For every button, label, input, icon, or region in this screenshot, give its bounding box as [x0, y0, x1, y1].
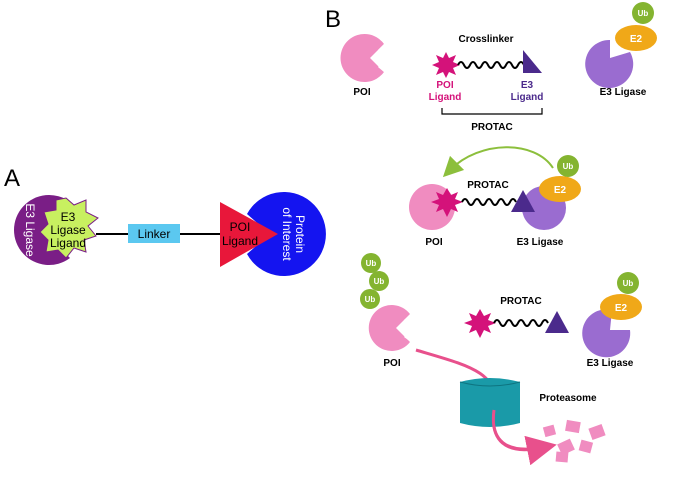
poi-ligand-shape — [220, 202, 278, 267]
step3-e2-label: E2 — [615, 303, 628, 314]
step2-crosslinker-wave — [461, 198, 517, 206]
panel-b-letter: B — [325, 6, 341, 33]
proteasome-shape — [459, 378, 521, 427]
proteasome-label: Proteasome — [539, 393, 597, 404]
step3-protac-label: PROTAC — [500, 296, 541, 307]
step1-poi-pocket — [372, 44, 388, 72]
step3-ub-label-2: Ub — [374, 277, 385, 286]
step1-e3-ligase-shape — [585, 39, 634, 88]
step1-protac-label: PROTAC — [471, 122, 512, 133]
step3-crosslinker-wave — [493, 319, 549, 327]
step1-protac-bracket — [441, 108, 543, 115]
step1-poi-ligand-star — [432, 52, 460, 78]
step1-poi-ligand-line-2: Ligand — [429, 92, 462, 103]
step1-poi-shape — [340, 34, 384, 82]
step3-ub-label-3: Ub — [365, 295, 376, 304]
linker-box — [128, 224, 180, 243]
step2-poi-label: POI — [425, 237, 442, 248]
step3-ub-shape-3 — [360, 289, 380, 309]
step2-ub-label: Ub — [563, 162, 574, 171]
step1-ub-label: Ub — [638, 9, 649, 18]
poi-ligand-line-1: POI — [230, 220, 251, 234]
e3-ligase-ligand-line-2: Ligase — [50, 223, 86, 237]
step3-poi-label: POI — [383, 358, 400, 369]
step3-degradation-arrow-overlay — [491, 409, 541, 452]
step1-e2-label: E2 — [630, 34, 643, 45]
step2-e2-shape — [539, 176, 581, 202]
e3-ligase-ligand-shape — [39, 197, 99, 259]
step3-ub-label-1: Ub — [366, 259, 377, 268]
protein-of-interest-shape — [247, 192, 326, 276]
step1-poi-ligand-line-1: POI — [436, 80, 453, 91]
step2-transfer-arrow — [442, 146, 554, 178]
step1-e3-ligase-label: E3 Ligase — [600, 87, 647, 98]
step3-e3-ligase-label: E3 Ligase — [587, 358, 634, 369]
protein-of-interest-line-2: of Interest — [280, 207, 294, 261]
step2-e2-label: E2 — [554, 185, 567, 196]
step2-ub-shape — [557, 155, 579, 177]
e3-ligase-ligand-line-1: E3 — [61, 210, 76, 224]
step1-e3-ligand-line-1: E3 — [521, 80, 534, 91]
step3-e3-ligase-shape — [582, 309, 631, 358]
step3-e2-shape — [600, 294, 642, 320]
step1-ub-shape — [632, 2, 654, 24]
step2-e3-ligase-label: E3 Ligase — [517, 237, 564, 248]
step3-ub-shape-2 — [369, 271, 389, 291]
step2-poi-ligand-star — [431, 188, 463, 217]
step3-e3-ligand-triangle — [545, 311, 569, 333]
step3-ub-e3-shape — [617, 272, 639, 294]
e3-ligase-ligand-line-3: Ligand — [50, 236, 86, 250]
step1-e3-ligand-triangle — [523, 50, 542, 73]
step1-e2-shape — [615, 25, 657, 51]
degraded-peptide-fragments — [542, 419, 606, 463]
e3-ligase-label: E3 Ligase — [23, 203, 37, 257]
step3-poi-pocket — [398, 314, 414, 342]
step3-ub-shape-1 — [361, 253, 381, 273]
step2-protac-label: PROTAC — [467, 180, 508, 191]
poi-ligand-line-2: Ligand — [222, 234, 258, 248]
step1-crosslinker-wave — [457, 61, 525, 69]
protein-of-interest-line-1: Protein — [293, 215, 307, 253]
linker-label: Linker — [138, 227, 171, 241]
step3-ub-e3-label: Ub — [623, 279, 634, 288]
step1-e3-ligand-line-2: Ligand — [511, 92, 544, 103]
panel-a-letter: A — [4, 165, 20, 192]
step1-poi-label: POI — [353, 87, 370, 98]
step3-poi-ligand-star — [464, 309, 496, 338]
step3-poi-shape — [368, 305, 410, 351]
step1-crosslinker-label: Crosslinker — [458, 34, 513, 45]
step2-e3-ligand-triangle — [511, 190, 535, 212]
